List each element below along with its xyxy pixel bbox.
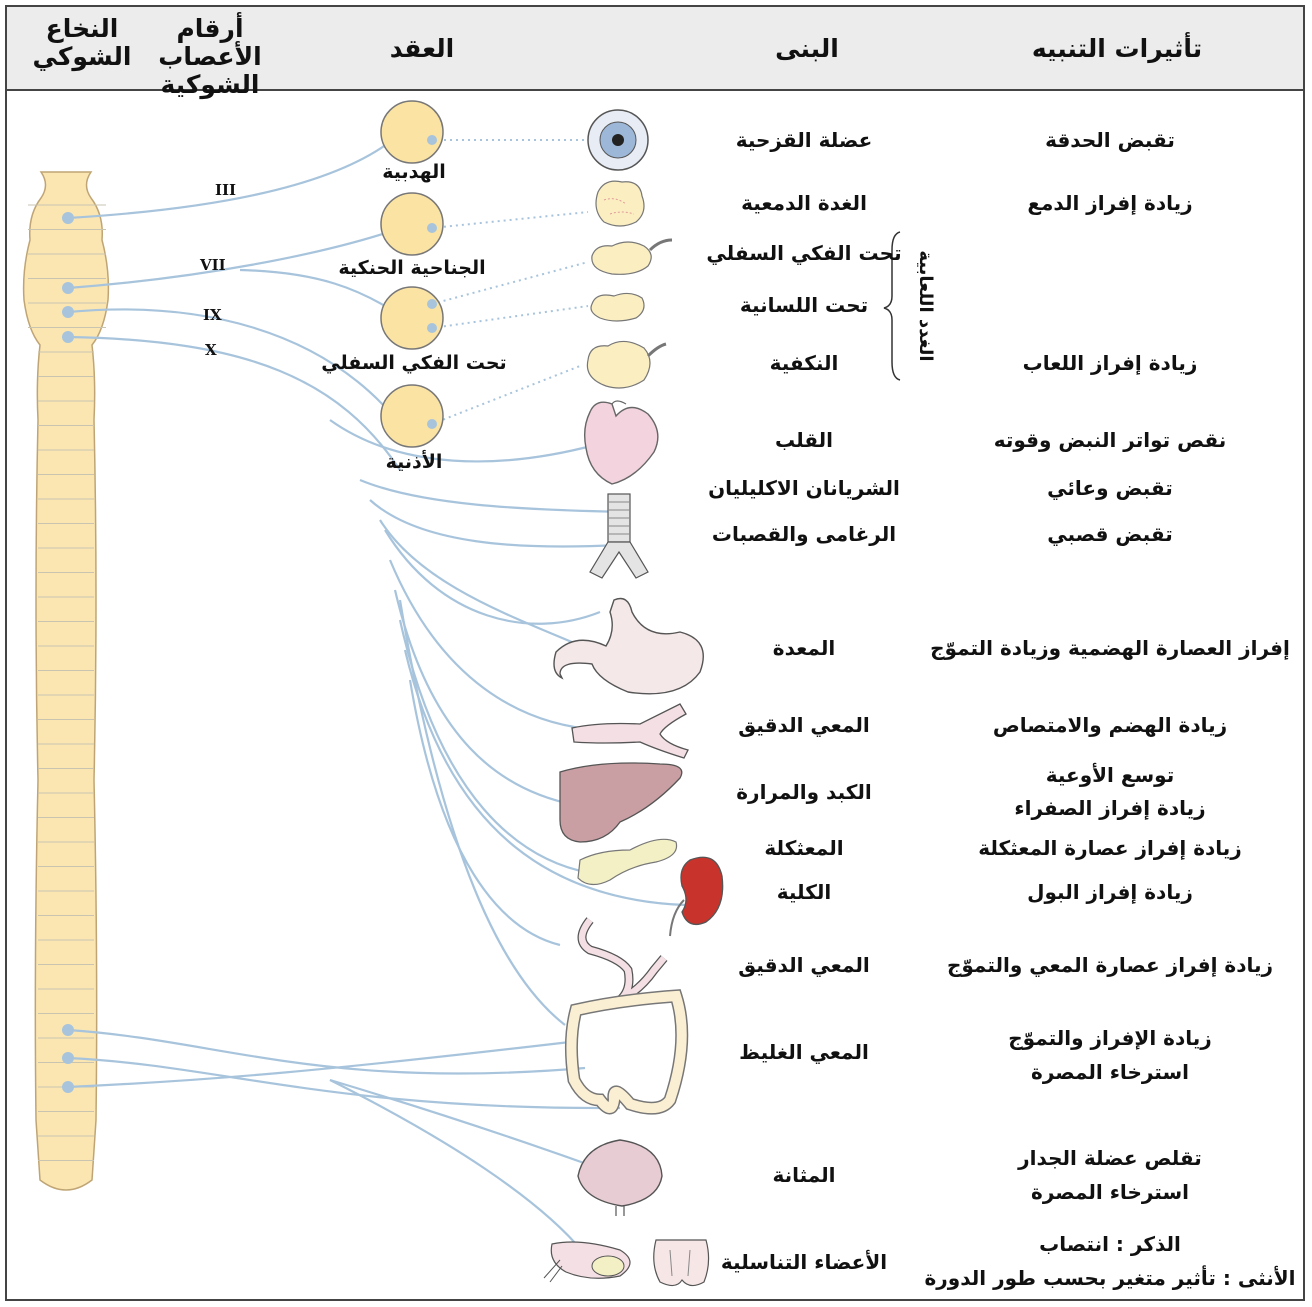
small-intestine-icon — [571, 703, 689, 759]
nerve-fibers — [67, 137, 686, 1253]
effect-label: توسع الأوعية — [1046, 762, 1174, 787]
structure-label: المعي الدقيق — [738, 953, 869, 978]
effect-label: زيادة إفراز الدمع — [1027, 191, 1192, 215]
effect-label: تقبض قصبي — [1047, 522, 1173, 547]
structure-label: الكبد والمرارة — [736, 780, 872, 804]
heart-icon — [583, 400, 659, 485]
effect-label-secondary: استرخاء المصرة — [1031, 1180, 1189, 1204]
structure-label: الغدة الدمعية — [741, 191, 867, 215]
header-effects: تأثيرات التنبيه — [1031, 34, 1203, 63]
ganglion-label-submandibular: تحت الفكي السفلي — [321, 352, 506, 374]
ganglion-label-pterygopalatine: الجناحية الحنكية — [338, 257, 485, 279]
kidney-icon — [669, 856, 724, 937]
effect-label: إفراز العصارة الهضمية وزيادة التموّج — [930, 636, 1290, 660]
structure-label: النكفية — [770, 351, 839, 375]
header-bar: النخاع الشوكي أرقام الأعصاب الشوكية العق… — [7, 7, 1303, 99]
ganglion-label-otic: الأذنية — [386, 450, 443, 473]
salivary-glands-label: الغدد اللعابية — [915, 250, 936, 361]
structure-label: المثانة — [772, 1163, 835, 1187]
trachea-icon — [589, 493, 649, 579]
nerve-label-ix: IX — [203, 306, 222, 324]
nerve-label-vii: VII — [199, 256, 226, 274]
ganglion-label-ciliary: الهدبية — [382, 161, 446, 183]
effect-label: تقبض وعائي — [1047, 476, 1173, 501]
effect-label: زيادة الهضم والامتصاص — [993, 713, 1227, 737]
structure-label: القلب — [775, 428, 833, 452]
structure-label: الكلية — [777, 880, 831, 904]
ganglion-otic — [380, 384, 444, 448]
structure-label: الشريانان الاكليليان — [708, 476, 900, 500]
parotid-gland-icon — [586, 340, 667, 389]
structure-label: تحت اللسانية — [740, 293, 868, 317]
liver-icon — [559, 762, 683, 843]
effect-label-secondary: استرخاء المصرة — [1031, 1060, 1189, 1084]
ganglia-group — [380, 100, 444, 448]
effect-label: الذكر : انتصاب — [1039, 1232, 1181, 1256]
bladder-icon — [577, 1139, 663, 1216]
structure-label: المعدة — [773, 636, 835, 660]
salivary-bracket — [883, 231, 901, 381]
cord-nuclei — [62, 212, 74, 1093]
effect-label: زيادة إفراز اللعاب — [1023, 351, 1198, 375]
effect-label: تقبض الحدقة — [1045, 128, 1175, 152]
genitals-icon — [543, 1239, 710, 1287]
effect-label-secondary: زيادة إفراز الصفراء — [1014, 796, 1205, 820]
stomach-icon — [553, 597, 704, 695]
intestine-icon — [577, 917, 668, 1005]
structure-label: الرغامى والقصبات — [712, 522, 896, 546]
effect-label: زيادة إفراز عصارة المعثكلة — [978, 836, 1242, 860]
header-ganglia: العقد — [389, 34, 455, 63]
effect-label: نقص تواتر النبض وقوته — [994, 428, 1227, 452]
submandibular-gland-icon — [591, 238, 673, 275]
effect-label: تقلص عضلة الجدار — [1017, 1146, 1202, 1170]
lacrimal-gland-icon — [595, 180, 645, 227]
structure-label: المعثكلة — [764, 836, 843, 860]
eye-icon — [587, 109, 649, 171]
structure-label: الأعضاء التناسلية — [721, 1249, 887, 1274]
pancreas-icon — [577, 838, 678, 886]
header-structures: البنى — [775, 34, 839, 63]
colon-icon — [564, 989, 689, 1115]
spinal-cord — [22, 171, 110, 1191]
effect-label: زيادة إفراز عصارة المعي والتموّج — [947, 953, 1273, 978]
ganglion-ciliary — [380, 100, 444, 164]
ganglion-submandibular — [380, 286, 444, 350]
structure-label: تحت الفكي السفلي — [706, 241, 901, 266]
figure-frame — [5, 5, 1305, 1301]
structure-label: المعي الغليظ — [739, 1040, 869, 1065]
effect-label: زيادة إفراز البول — [1027, 880, 1193, 904]
nerve-label-x: X — [205, 341, 217, 359]
header-spinal-cord: النخاع الشوكي — [32, 14, 132, 71]
structure-label: المعي الدقيق — [738, 713, 869, 738]
ganglion-pterygopalatine — [380, 192, 444, 256]
effect-label: زيادة الإفراز والتموّج — [1008, 1026, 1212, 1050]
structure-label: عضلة القزحية — [736, 128, 873, 152]
sublingual-gland-icon — [590, 292, 645, 322]
effect-label-secondary: الأنثى : تأثير متغير بحسب طور الدورة — [924, 1264, 1295, 1290]
nerve-label-iii: III — [215, 181, 236, 199]
postganglionic-fibers — [431, 139, 590, 425]
header-nerve-numbers: أرقام الأعصاب الشوكية — [158, 14, 262, 99]
